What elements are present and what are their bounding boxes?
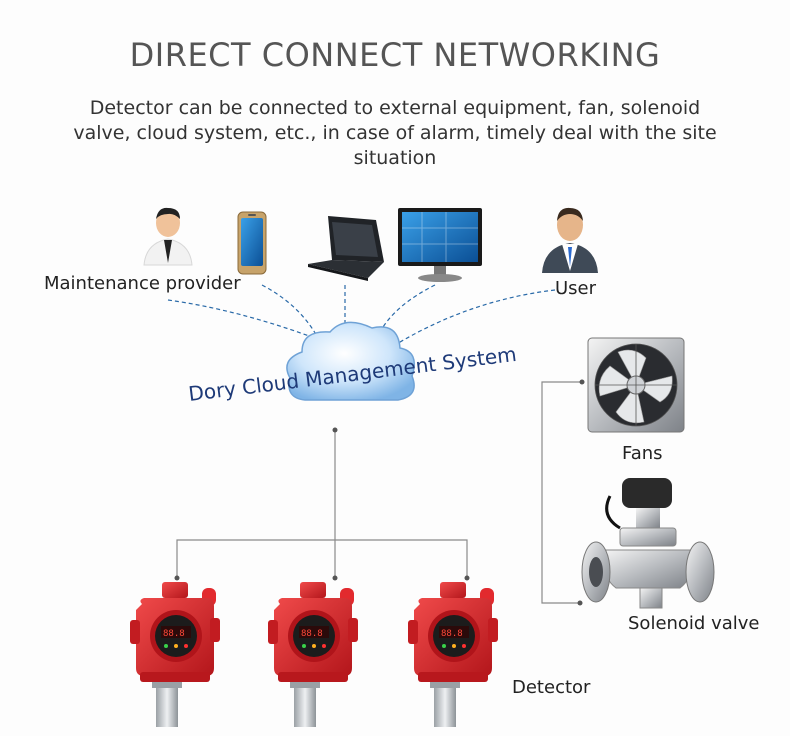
gas-detector-icon [408, 582, 498, 727]
cloud-icon [286, 321, 415, 401]
wire-nodes [174, 427, 470, 581]
laptop-icon [308, 216, 384, 281]
smartphone-icon [237, 211, 267, 275]
maintenance-person-icon [143, 207, 193, 266]
label-solenoid-valve: Solenoid valve [628, 613, 760, 634]
gas-detector-icon [130, 582, 220, 727]
label-fans: Fans [622, 443, 663, 464]
fan-icon [587, 337, 685, 433]
detector-wires [176, 430, 468, 578]
page-description: Detector can be connected to external eq… [73, 97, 717, 169]
label-maintenance-provider: Maintenance provider [44, 273, 241, 294]
page-title: DIRECT CONNECT NETWORKING [129, 36, 661, 74]
device-wires [541, 381, 582, 604]
user-person-icon [542, 207, 598, 273]
label-user: User [555, 278, 597, 299]
monitor-icon [398, 208, 482, 282]
label-detector: Detector [512, 677, 591, 698]
solenoid-valve-icon [581, 478, 715, 609]
gas-detector-icon [268, 582, 358, 727]
